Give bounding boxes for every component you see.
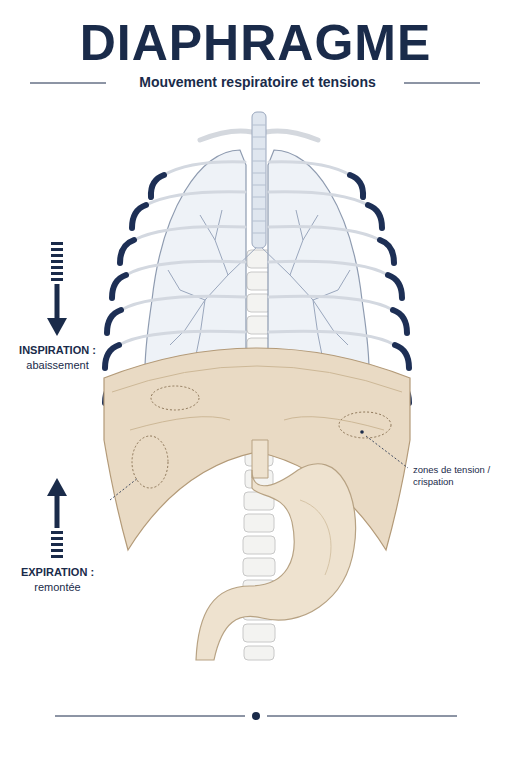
title-holder: DIAPHRAGME [0, 16, 511, 71]
trachea [252, 112, 266, 248]
leader-line [366, 436, 408, 468]
diaphragm-fibres [112, 366, 402, 392]
diaphragm [104, 348, 410, 550]
leader-line [110, 478, 138, 500]
label-holder: Mouvement respiratoire et tensions [2, 74, 511, 92]
leader-dot [360, 430, 364, 434]
label-holder: zones de tension / crispation [413, 464, 505, 488]
label-holder: INSPIRATION : [5, 344, 110, 358]
label-holder: remontée [5, 581, 110, 595]
tension-zone [151, 386, 199, 410]
header-rule [30, 83, 106, 84]
tension-zone [132, 436, 168, 488]
label-holder: EXPIRATION : [5, 566, 110, 580]
title: DIAPHRAGME [0, 16, 511, 71]
phase-label: INSPIRATION : [5, 344, 110, 358]
stomach-fold [300, 500, 331, 575]
phase-note: remontée [5, 581, 110, 595]
footer-rule [55, 716, 245, 717]
esophagus [252, 440, 268, 478]
diaphragm-fibres [130, 417, 384, 430]
footer-rule [267, 716, 457, 717]
inspiration-arrow [47, 242, 67, 336]
label-holder: abaissement [5, 359, 110, 373]
bronchial-tree [168, 210, 350, 360]
footer-dot [252, 712, 260, 720]
stomach [196, 464, 356, 660]
phase-label: EXPIRATION : [5, 566, 110, 580]
trachea-rings [252, 125, 266, 233]
header-rule [404, 83, 480, 84]
tension-zone [339, 412, 391, 438]
callout-label: zones de tension / crispation [413, 464, 505, 488]
expiration-arrow [47, 478, 67, 558]
subtitle: Mouvement respiratoire et tensions [2, 74, 511, 92]
phase-note: abaissement [5, 359, 110, 373]
